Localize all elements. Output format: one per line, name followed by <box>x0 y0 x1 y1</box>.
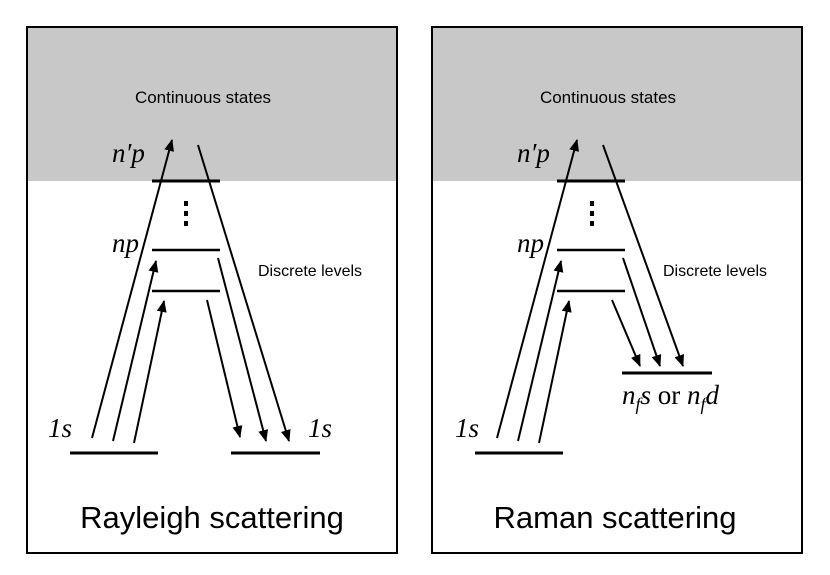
rayleigh-panel-border <box>26 26 398 554</box>
rayleigh-arrow-up-to-np-upper <box>112 260 159 442</box>
rayleigh-arrow-up-to-continuum <box>91 139 174 439</box>
rayleigh-continuum-label: Continuous states <box>135 88 271 107</box>
raman-final-n2: n <box>687 380 701 410</box>
rayleigh-arrow-down-from-continuum <box>197 144 291 442</box>
raman-final-or: or <box>651 380 687 410</box>
raman-label-np: np <box>517 228 544 258</box>
raman-panel: Continuous states n′p np 1s Discrete lev… <box>431 26 803 554</box>
raman-title: Raman scattering <box>494 500 737 535</box>
rayleigh-continuum-region <box>27 27 397 181</box>
rayleigh-label-final: 1s <box>308 413 332 443</box>
raman-ellipsis-dots <box>590 201 594 226</box>
rayleigh-arrow-up-to-np-lower <box>133 300 167 444</box>
raman-final-d: d <box>706 380 720 410</box>
raman-panel-border <box>431 26 803 554</box>
raman-arrow-down-from-np-lower <box>611 299 641 367</box>
raman-continuum-region <box>432 27 802 181</box>
raman-label-initial: 1s <box>455 413 479 443</box>
raman-final-s: s <box>641 380 652 410</box>
rayleigh-arrow-down-from-np-lower <box>206 299 243 438</box>
raman-final-sub1: f <box>636 394 644 414</box>
raman-arrow-down-from-continuum <box>602 144 684 367</box>
raman-final-n1: n <box>622 380 636 410</box>
raman-arrow-down-from-np-upper <box>622 257 662 367</box>
rayleigh-arrow-down-from-np-upper <box>217 257 269 442</box>
rayleigh-title: Rayleigh scattering <box>80 500 344 535</box>
raman-discrete-label: Discrete levels <box>663 263 767 280</box>
raman-arrow-up-to-np-lower <box>538 300 572 444</box>
rayleigh-label-np: np <box>112 228 139 258</box>
rayleigh-discrete-label: Discrete levels <box>258 263 362 280</box>
raman-arrow-up-to-np-upper <box>517 260 564 442</box>
rayleigh-ellipsis-dots <box>184 201 188 226</box>
rayleigh-panel: Continuous states n′p np 1s 1s Discrete … <box>26 26 398 554</box>
raman-final-sub2: f <box>701 394 709 414</box>
raman-label-final: nfs or nfd <box>622 380 720 414</box>
raman-arrow-up-to-continuum <box>496 139 579 439</box>
raman-continuum-label: Continuous states <box>540 88 676 107</box>
raman-label-n-prime-p: n′p <box>517 138 550 168</box>
rayleigh-label-initial: 1s <box>48 413 72 443</box>
rayleigh-label-n-prime-p: n′p <box>112 138 145 168</box>
